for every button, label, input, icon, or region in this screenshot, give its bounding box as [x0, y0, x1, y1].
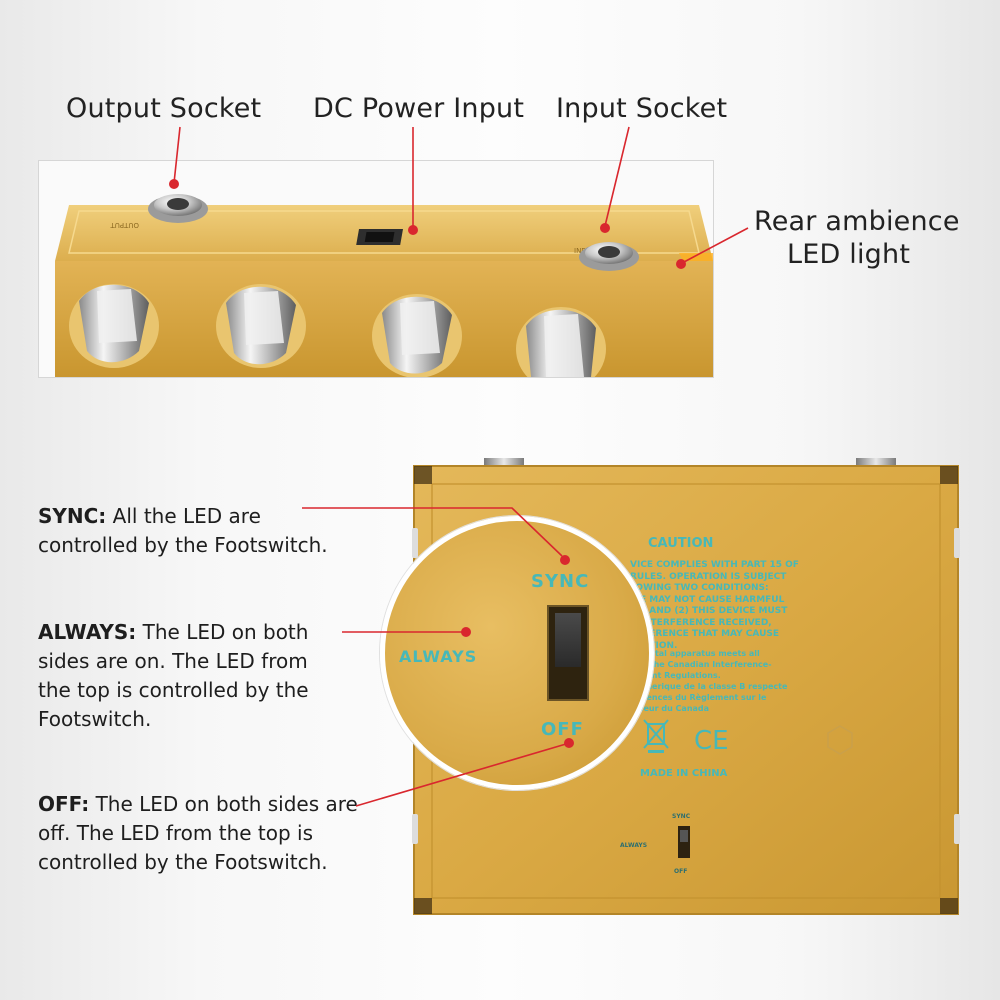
mini-always-label: ALWAYS — [620, 842, 648, 849]
fcc-line: ERFERENCE THAT MAY CAUSE — [630, 629, 780, 639]
fcc-line: LOWING TWO CONDITIONS: — [630, 583, 769, 593]
sync-title: SYNC: — [38, 504, 107, 528]
sync-description: SYNC: All the LED are controlled by the … — [38, 502, 328, 560]
fcc-line: Y INTERFERENCE RECEIVED, — [630, 617, 772, 628]
canada-line: umerique de la classe B respecte — [638, 682, 788, 691]
canada-line: of the Canadian Interference- — [638, 660, 772, 669]
input-socket-icon — [579, 242, 639, 271]
rear-led-label-line2: LED light — [787, 239, 911, 270]
fcc-text: VICE COMPLIES WITH PART 15 OF RULES. OPE… — [630, 560, 799, 652]
mag-sync-label: SYNC — [531, 571, 590, 592]
mag-always-label: ALWAYS — [399, 647, 478, 666]
canada-text: digital apparatus meets all of the Canad… — [638, 648, 787, 714]
off-text: The LED on both sides are off. The LED f… — [38, 792, 358, 874]
pedal-top-illustration: OUTPUT INPUT — [55, 194, 713, 377]
knob-icon — [216, 284, 306, 368]
mini-off-label: OFF — [674, 868, 688, 875]
mag-off-label: OFF — [541, 719, 584, 740]
input-socket-label: Input Socket — [556, 93, 728, 124]
dc-power-input-label: DC Power Input — [313, 93, 525, 124]
mini-sync-label: SYNC — [672, 813, 691, 820]
weee-icon — [643, 719, 669, 753]
rear-led-label-line1: Rear ambience — [754, 206, 960, 237]
canada-line: digital apparatus meets all — [638, 649, 760, 658]
output-socket-label: Output Socket — [66, 93, 262, 124]
off-title: OFF: — [38, 792, 90, 816]
off-description: OFF: The LED on both sides are off. The … — [38, 790, 378, 877]
canada-line: igences du Règlement sur le — [638, 693, 767, 702]
magnifier-circle: SYNC ALWAYS OFF — [380, 516, 654, 790]
knob-icon — [69, 284, 159, 368]
caution-title: CAUTION — [648, 536, 714, 551]
mode-switch[interactable] — [547, 605, 589, 701]
always-description: ALWAYS: The LED on both sides are on. Th… — [38, 618, 340, 734]
knob-icon — [372, 294, 462, 377]
knob-icon — [516, 307, 606, 377]
always-title: ALWAYS: — [38, 620, 137, 644]
canada-line: ment Regulations. — [638, 671, 721, 680]
mode-switch-lever[interactable] — [555, 613, 581, 667]
always-text: The LED on both sides are on. The LED fr… — [38, 620, 309, 731]
output-socket-icon — [148, 194, 208, 223]
ce-mark: CE — [694, 726, 729, 756]
fcc-line: RULES. OPERATION IS SUBJECT — [630, 571, 787, 582]
sync-text: All the LED are controlled by the Footsw… — [38, 504, 328, 557]
fcc-line: CE, AND (2) THIS DEVICE MUST — [630, 606, 788, 616]
made-in-china: MADE IN CHINA — [640, 768, 728, 779]
svg-text:OUTPUT: OUTPUT — [110, 221, 139, 229]
dc-power-icon — [356, 229, 404, 245]
fcc-line: ICE MAY NOT CAUSE HARMFUL — [630, 594, 785, 605]
top-view-photo: OUTPUT INPUT — [38, 160, 714, 378]
fcc-line: VICE COMPLIES WITH PART 15 OF — [630, 560, 799, 570]
canada-line: lleur du Canada — [638, 704, 710, 713]
